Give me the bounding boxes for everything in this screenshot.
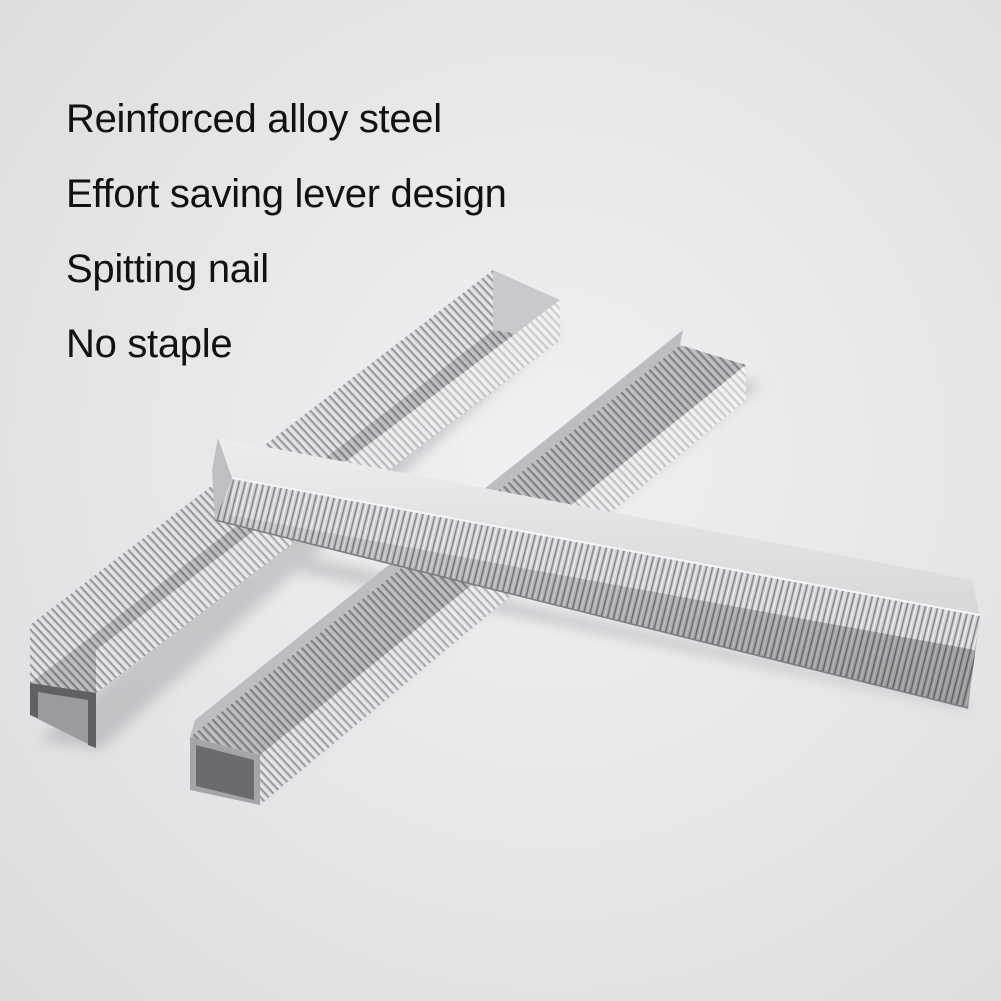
feature-item: Reinforced alloy steel bbox=[66, 97, 442, 141]
feature-item: No staple bbox=[66, 322, 233, 366]
feature-list: Reinforced alloy steel Effort saving lev… bbox=[66, 82, 507, 382]
feature-item: Spitting nail bbox=[66, 247, 269, 291]
feature-item: Effort saving lever design bbox=[66, 172, 507, 216]
staple-strip-front bbox=[212, 438, 981, 709]
